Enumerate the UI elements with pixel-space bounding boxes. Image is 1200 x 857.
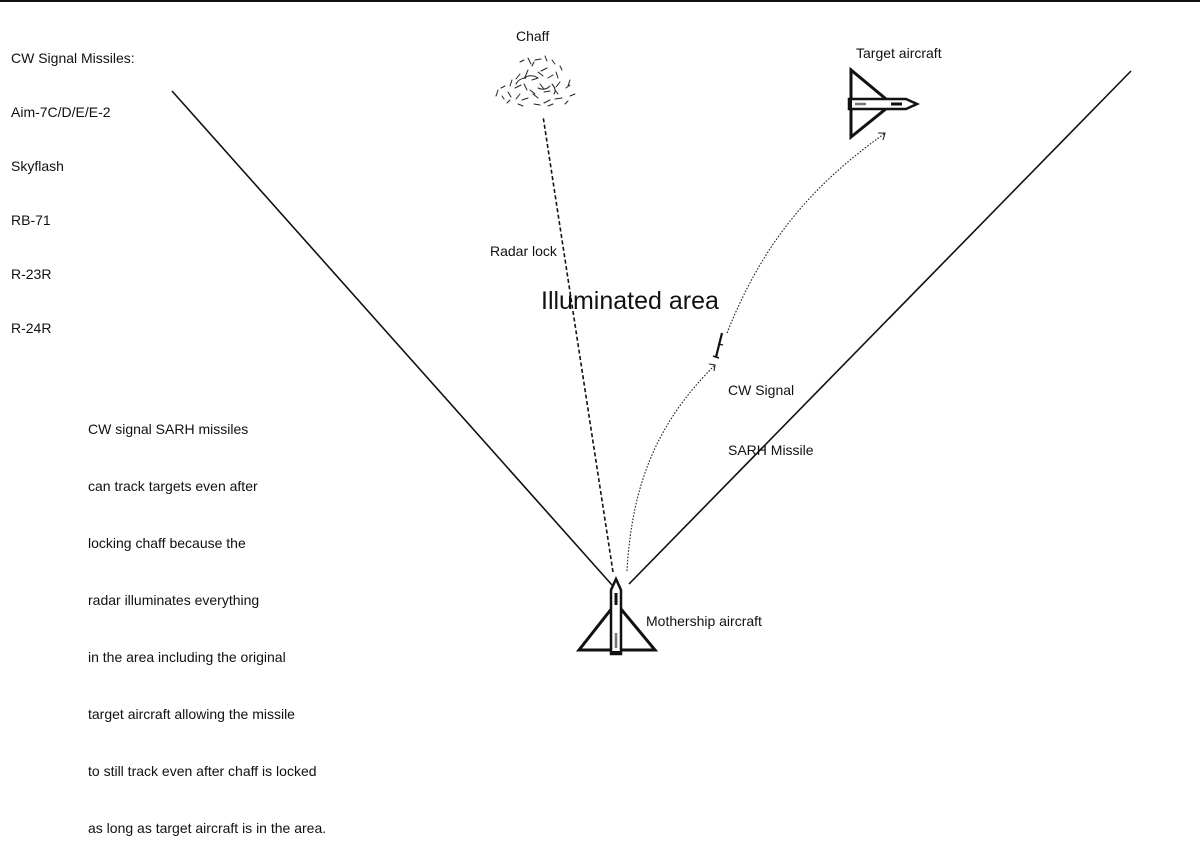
target-aircraft-label: Target aircraft [856, 45, 942, 61]
mothership-aircraft-label: Mothership aircraft [646, 613, 762, 629]
legend-item: R-24R [11, 320, 52, 336]
sarh-missile-label: CW Signal SARH Missile [728, 340, 814, 480]
legend-item: RB-71 [11, 212, 51, 228]
missile-path-upper [726, 133, 885, 334]
chaff-cloud-icon [495, 55, 576, 107]
illuminated-area-right-boundary [628, 70, 1132, 585]
sarh-missile-label-line2: SARH Missile [728, 442, 814, 458]
explanation-line: target aircraft allowing the missile [88, 706, 295, 722]
target-aircraft-icon [847, 66, 921, 141]
explanation-line: CW signal SARH missiles [88, 421, 249, 437]
radar-lock-line [542, 115, 614, 573]
missile-list-legend: CW Signal Missiles: Aim-7C/D/E/E-2 Skyfl… [11, 13, 135, 355]
sarh-missile-icon [712, 332, 724, 359]
missile-path-upper-arrowhead [878, 132, 886, 141]
explanation-line: locking chaff because the [88, 535, 246, 551]
chaff-label: Chaff [516, 28, 550, 44]
legend-heading: CW Signal Missiles: [11, 50, 135, 66]
mothership-aircraft-icon [575, 575, 659, 656]
legend-item: Aim-7C/D/E/E-2 [11, 104, 111, 120]
explanation-line: as long as target aircraft is in the are… [88, 820, 327, 836]
missile-path-lower-arrowhead [708, 363, 716, 372]
explanation-line: can track targets even after [88, 478, 258, 494]
legend-item: Skyflash [11, 158, 64, 174]
radar-lock-label: Radar lock [490, 243, 557, 259]
explanation-line: radar illuminates everything [88, 592, 260, 608]
missile-path-lower [626, 365, 715, 572]
sarh-missile-label-line1: CW Signal [728, 382, 795, 398]
diagram-canvas [171, 55, 1132, 656]
explanation-text: CW signal SARH missiles can track target… [88, 382, 326, 857]
legend-item: R-23R [11, 266, 52, 282]
explanation-line: to still track even after chaff is locke… [88, 763, 317, 779]
illuminated-area-left-boundary [171, 90, 613, 586]
explanation-line: in the area including the original [88, 649, 286, 665]
illuminated-area-label: Illuminated area [541, 287, 719, 315]
top-border [0, 0, 1200, 2]
